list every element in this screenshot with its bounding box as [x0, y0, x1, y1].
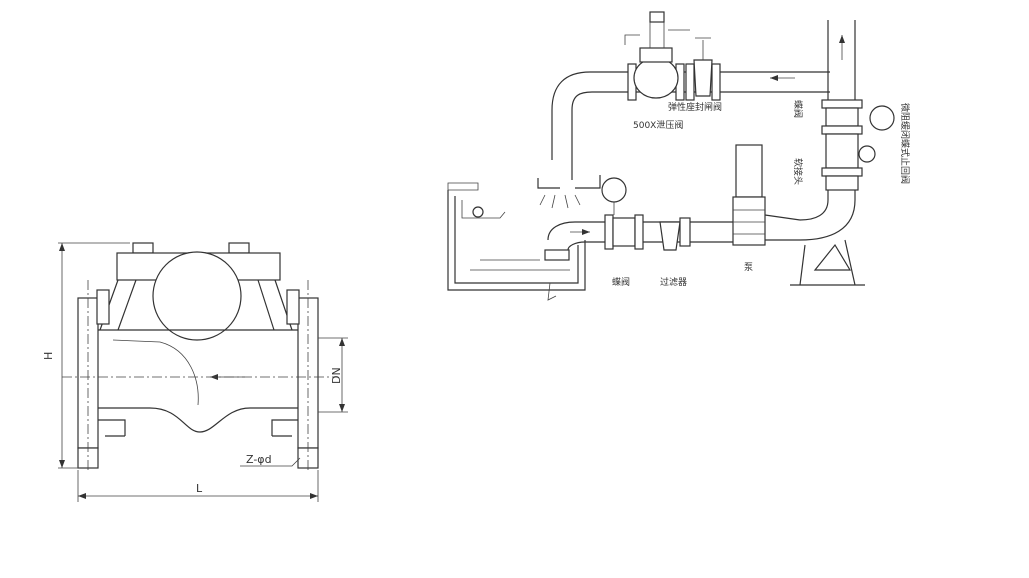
dim-h-label: H	[42, 352, 55, 360]
valve-dimension-drawing: H DN L Z-φd	[42, 242, 348, 502]
dim-l-label: L	[196, 482, 203, 495]
dimension-h: H	[42, 242, 130, 469]
dimension-l: L	[77, 470, 319, 502]
valve-body	[62, 242, 335, 470]
dim-dn-label: DN	[330, 367, 343, 384]
label-relief-valve: 500X泄压阀	[633, 119, 683, 131]
dimension-dn: DN	[318, 337, 348, 413]
diagram-labels: 弹性座封闸阀 500X泄压阀 蝶阀 微阻缓闭蝶式止回阀 软接头 蝶阀 过滤器 泵	[612, 100, 911, 288]
relief-valve	[624, 11, 690, 101]
label-flex-joint: 软接头	[792, 158, 804, 185]
label-check-valve: 微阻缓闭蝶式止回阀	[899, 103, 911, 184]
label-pump: 泵	[744, 262, 753, 273]
relief-pipe	[539, 71, 630, 209]
gate-valve	[685, 37, 721, 101]
piping-system-diagram: 弹性座封闸阀 500X泄压阀 蝶阀 微阻缓闭蝶式止回阀 软接头 蝶阀 过滤器 泵	[447, 11, 911, 301]
pump	[732, 144, 865, 286]
vertical-pipe	[799, 20, 856, 241]
vertical-valve-stack	[821, 99, 895, 191]
label-filter: 过滤器	[660, 276, 687, 288]
label-butterfly-bottom: 蝶阀	[612, 276, 630, 288]
suction-line	[544, 177, 733, 261]
water-tank	[447, 175, 601, 301]
label-butterfly-top: 蝶阀	[792, 100, 804, 118]
label-gate-valve: 弹性座封闸阀	[668, 101, 722, 113]
dim-bolts-label: Z-φd	[246, 453, 272, 466]
dimension-bolts: Z-φd	[240, 453, 301, 467]
